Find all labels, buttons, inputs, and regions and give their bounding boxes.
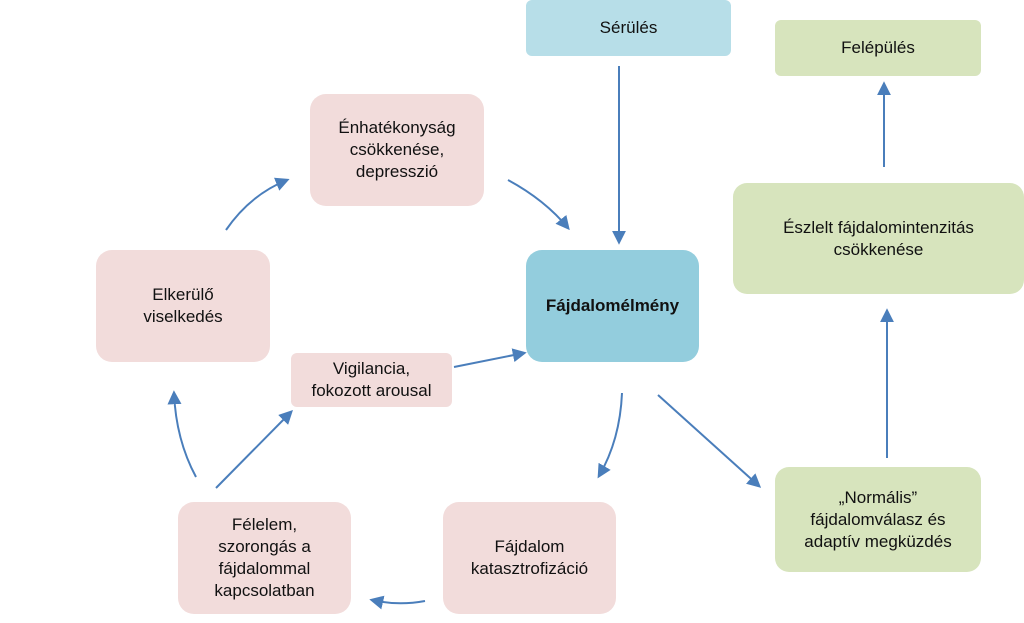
arrow-fear-to-avoidance: [167, 390, 197, 478]
node-pain-catastrophizing: Fájdalom katasztrofizáció: [443, 502, 616, 614]
arrow-pain-to-catastrophizing: [597, 392, 623, 479]
node-fear-anxiety: Félelem, szorongás a fájdalommal kapcsol…: [178, 502, 351, 614]
node-perceived-intensity-reduction: Észlelt fájdalomintenzitás csökkenése: [733, 183, 1024, 294]
arrow-fear-to-vigilance: [215, 410, 293, 489]
node-pain-experience: Fájdalomélmény: [526, 250, 699, 362]
node-recovery: Felépülés: [775, 20, 981, 76]
arrow-vigilance-to-pain: [453, 348, 527, 368]
node-self-efficacy-depression: Énhatékonyság csökkenése, depresszió: [310, 94, 484, 206]
node-normal-response: „Normális” fájdalomválasz és adaptív meg…: [775, 467, 981, 572]
node-avoidance-behavior: Elkerülő viselkedés: [96, 250, 270, 362]
arrow-catastrophizing-to-fear: [369, 595, 426, 610]
arrow-selfefficacy-to-pain: [507, 179, 570, 231]
node-vigilance-arousal: Vigilancia, fokozott arousal: [291, 353, 452, 407]
node-injury: Sérülés: [526, 0, 731, 56]
arrow-avoidance-to-selfefficacy: [225, 177, 290, 231]
arrow-pain-to-normal: [657, 394, 762, 488]
